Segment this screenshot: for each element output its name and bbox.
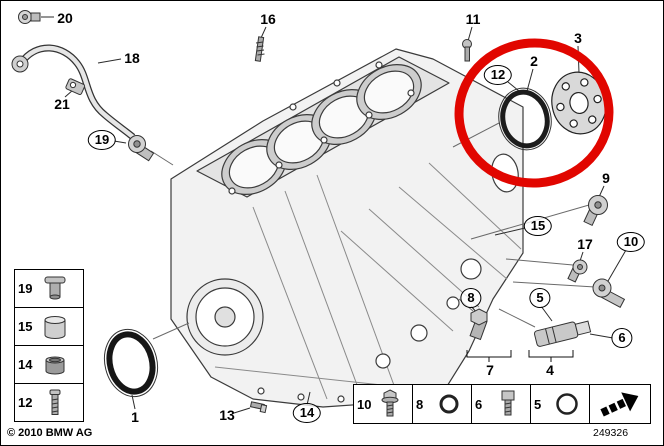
callout-15[interactable]: 15	[523, 216, 553, 236]
legend-cell-next[interactable]	[589, 385, 650, 423]
callout-5[interactable]: 5	[529, 288, 551, 308]
part-3-flange-plate[interactable]	[546, 67, 612, 139]
bushing-icon	[45, 356, 65, 374]
callout-12[interactable]: 12	[483, 65, 513, 85]
o-ring-icon	[556, 393, 578, 415]
flange-bolt-icon	[44, 276, 66, 299]
part-18-oil-pipe[interactable]	[11, 44, 136, 140]
part-17-sensor[interactable]	[567, 259, 588, 283]
part-20-plug[interactable]	[18, 10, 41, 24]
part-19-sensor[interactable]	[128, 135, 155, 162]
legend-label: 8	[416, 396, 424, 412]
callout-9[interactable]: 9	[602, 170, 610, 186]
hex-flange-bolt-icon	[381, 389, 399, 417]
callout-18[interactable]: 18	[124, 50, 140, 66]
copyright: © 2010 BMW AG	[7, 427, 93, 439]
part-10-sensor[interactable]	[592, 278, 626, 308]
legend-row-12[interactable]: 12	[15, 383, 83, 421]
legend-cell-10[interactable]: 10	[354, 385, 412, 423]
legend-cell-8[interactable]: 8	[412, 385, 471, 423]
legend-label: 5	[534, 396, 542, 412]
part-13-dowel[interactable]	[249, 401, 268, 414]
part-1-crankshaft-seal[interactable]	[98, 324, 165, 403]
legend-label: 10	[357, 396, 372, 412]
callout-20[interactable]: 20	[57, 10, 73, 26]
callout-2[interactable]: 2	[530, 53, 538, 69]
hardware-legend-left: 19 15 14	[14, 269, 84, 422]
callout-13[interactable]: 13	[219, 407, 235, 423]
callout-4[interactable]: 4	[546, 362, 554, 378]
legend-cell-5[interactable]: 5	[530, 385, 589, 423]
legend-label: 6	[475, 396, 483, 412]
hardware-legend-bottom: 10 8 6	[353, 384, 651, 424]
long-bolt-icon	[49, 389, 61, 415]
legend-label: 19	[18, 281, 33, 296]
diagram-number: 249326	[593, 427, 629, 439]
legend-label: 15	[18, 319, 33, 334]
part-8-oil-pressure-switch[interactable]	[469, 308, 488, 341]
legend-row-19[interactable]: 19	[15, 270, 83, 307]
legend-row-15[interactable]: 15	[15, 307, 83, 345]
next-diagram-arrow-icon	[600, 392, 639, 417]
callout-14[interactable]: 14	[292, 403, 322, 423]
callout-8[interactable]: 8	[460, 288, 482, 308]
part-5-solenoid-valve[interactable]	[533, 318, 592, 347]
o-ring-icon	[439, 394, 459, 414]
part-11-screw[interactable]	[462, 39, 472, 62]
callout-17[interactable]: 17	[577, 236, 593, 252]
legend-label: 12	[18, 395, 33, 410]
callout-10[interactable]: 10	[616, 232, 646, 252]
callout-6[interactable]: 6	[611, 328, 633, 348]
cylinder-sleeve-icon	[44, 315, 66, 339]
legend-row-14[interactable]: 14	[15, 345, 83, 383]
legend-label: 14	[18, 357, 33, 372]
callout-11[interactable]: 11	[465, 11, 481, 27]
callout-19[interactable]: 19	[87, 130, 117, 150]
callout-21[interactable]: 21	[54, 96, 70, 112]
callout-7[interactable]: 7	[486, 362, 494, 378]
part-9-sensor[interactable]	[583, 195, 608, 227]
part-16-stud[interactable]	[254, 36, 265, 62]
part-21-bracket[interactable]	[65, 78, 86, 96]
part-2-seal-ring[interactable]	[493, 83, 557, 154]
engine-block[interactable]	[170, 48, 524, 408]
callout-1[interactable]: 1	[131, 409, 139, 425]
socket-bolt-icon	[501, 390, 515, 416]
callout-16[interactable]: 16	[260, 11, 276, 27]
callout-3[interactable]: 3	[574, 30, 582, 46]
highlight-marker-circle	[454, 38, 614, 188]
legend-cell-6[interactable]: 6	[471, 385, 530, 423]
